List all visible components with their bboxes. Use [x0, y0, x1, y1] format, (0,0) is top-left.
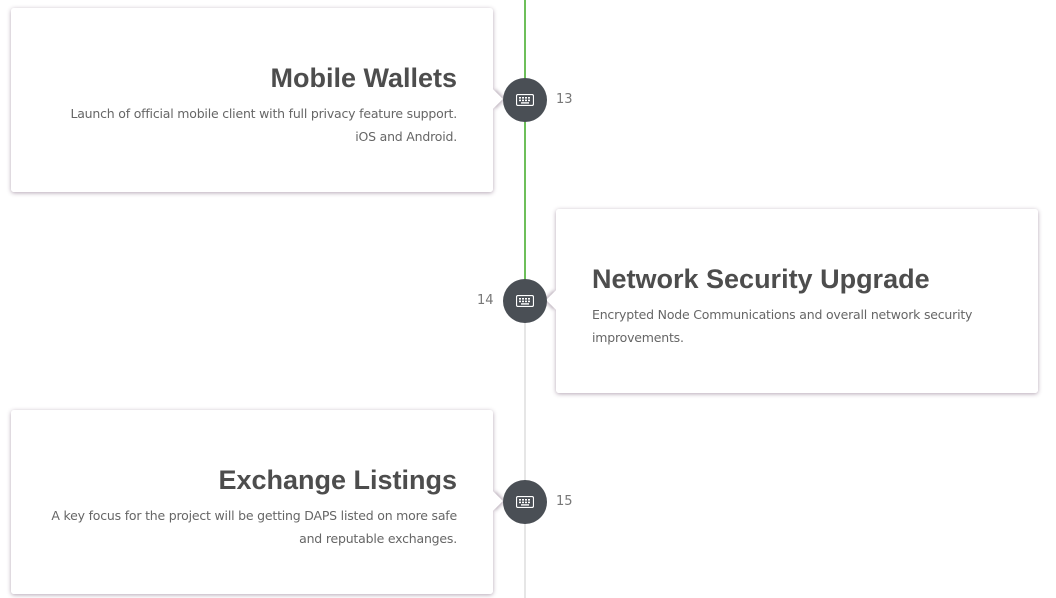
milestone-description: Launch of official mobile client with fu…: [47, 102, 457, 148]
description-line: A key focus for the project will be gett…: [51, 508, 457, 523]
milestone-number: 14: [477, 293, 494, 308]
keyboard-icon: [516, 94, 534, 106]
milestone-number: 13: [556, 92, 573, 107]
description-line: Launch of official mobile client with fu…: [70, 106, 457, 121]
milestone-card-mobile-wallets: Mobile Wallets Launch of official mobile…: [11, 8, 503, 192]
milestone-card-network-security: Network Security Upgrade Encrypted Node …: [546, 209, 1038, 393]
milestone-node: [503, 480, 547, 524]
milestone-description: Encrypted Node Communications and overal…: [592, 303, 1002, 349]
description-line: Encrypted Node Communications and overal…: [592, 307, 973, 322]
description-line: iOS and Android.: [355, 129, 457, 144]
milestone-title: Network Security Upgrade: [592, 264, 930, 294]
milestone-title: Exchange Listings: [218, 465, 457, 495]
milestone-number: 15: [556, 494, 573, 509]
description-line: improvements.: [592, 330, 684, 345]
description-line: and reputable exchanges.: [299, 531, 457, 546]
milestone-title: Mobile Wallets: [270, 63, 457, 93]
keyboard-icon: [516, 496, 534, 508]
milestone-node: [503, 78, 547, 122]
timeline-progress: [524, 0, 526, 290]
milestone-node: [503, 279, 547, 323]
milestone-card-exchange-listings: Exchange Listings A key focus for the pr…: [11, 410, 503, 594]
milestone-description: A key focus for the project will be gett…: [47, 504, 457, 550]
keyboard-icon: [516, 295, 534, 307]
